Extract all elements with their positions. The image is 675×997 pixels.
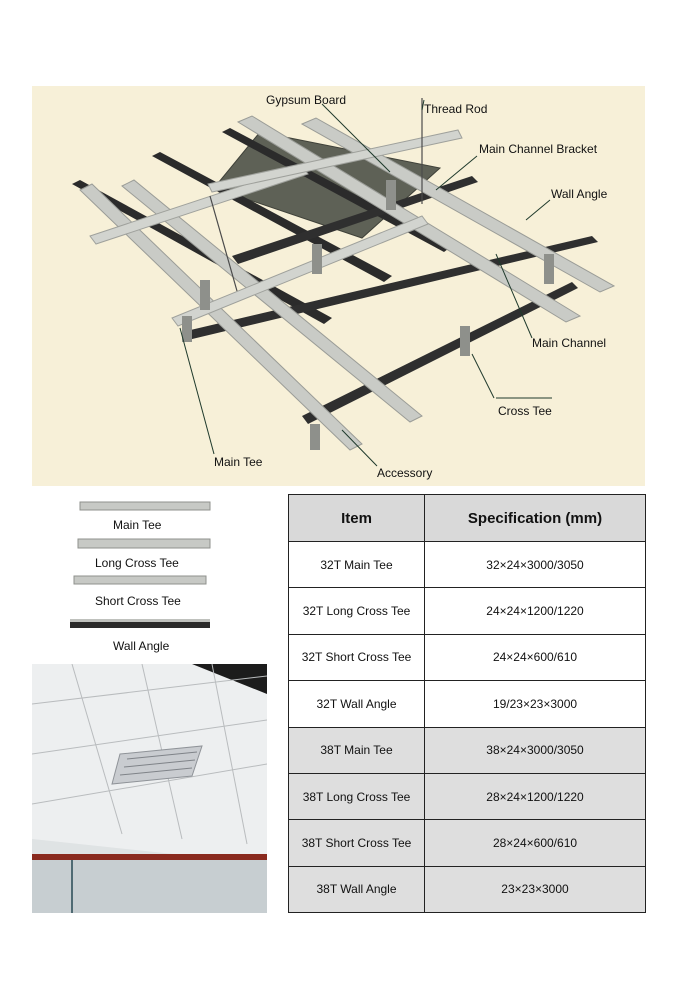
- spec-cell: 28×24×1200/1220: [424, 772, 646, 821]
- table-row: 32T Short Cross Tee 24×24×600/610: [288, 633, 646, 682]
- item-cell: 32T Short Cross Tee: [288, 633, 425, 682]
- table-row: 32T Main Tee 32×24×3000/3050: [288, 540, 646, 589]
- label-main-tee: Main Tee: [214, 455, 263, 469]
- spec-cell: 28×24×600/610: [424, 819, 646, 867]
- profile-samples: Main Tee Long Cross Tee Short Cross Tee …: [60, 496, 230, 656]
- spec-cell: 38×24×3000/3050: [424, 726, 646, 774]
- profile-main-tee: Main Tee: [79, 501, 211, 532]
- item-cell: 38T Short Cross Tee: [288, 819, 425, 867]
- profile-label: Short Cross Tee: [95, 594, 181, 608]
- label-cross-tee: Cross Tee: [498, 404, 552, 418]
- profile-wall-angle: Wall Angle: [70, 619, 210, 653]
- item-cell: 32T Long Cross Tee: [288, 587, 425, 635]
- ceiling-grid-diagram: Gypsum Board Thread Rod Main Channel Bra…: [32, 86, 645, 486]
- profile-short-cross-tee: Short Cross Tee: [73, 575, 207, 608]
- table-row: 38T Wall Angle 23×23×3000: [288, 865, 646, 914]
- profile-label: Wall Angle: [113, 639, 170, 653]
- label-wall-angle: Wall Angle: [551, 187, 608, 201]
- table-row: 38T Main Tee 38×24×3000/3050: [288, 726, 646, 774]
- profile-long-cross-tee: Long Cross Tee: [77, 538, 211, 570]
- label-main-channel: Main Channel: [532, 336, 606, 350]
- table-row: 38T Long Cross Tee 28×24×1200/1220: [288, 772, 646, 821]
- table-row: 32T Wall Angle 19/23×23×3000: [288, 680, 646, 728]
- spec-cell: 23×23×3000: [424, 865, 646, 914]
- spec-cell: 24×24×600/610: [424, 633, 646, 682]
- column-header-specification: Specification (mm): [424, 494, 646, 542]
- label-accessory: Accessory: [377, 466, 432, 480]
- specification-table: Item Specification (mm) 32T Main Tee 32×…: [288, 494, 646, 914]
- item-cell: 38T Main Tee: [288, 726, 425, 774]
- table-row: 38T Short Cross Tee 28×24×600/610: [288, 819, 646, 867]
- spec-cell: 19/23×23×3000: [424, 680, 646, 728]
- table-header-row: Item Specification (mm): [288, 494, 646, 542]
- label-gypsum-board: Gypsum Board: [266, 93, 346, 107]
- profile-label: Long Cross Tee: [95, 556, 179, 570]
- profile-label: Main Tee: [113, 518, 162, 532]
- item-cell: 32T Wall Angle: [288, 680, 425, 728]
- spec-cell: 24×24×1200/1220: [424, 587, 646, 635]
- spec-cell: 32×24×3000/3050: [424, 540, 646, 589]
- ceiling-photo: [32, 664, 267, 913]
- item-cell: 38T Long Cross Tee: [288, 772, 425, 821]
- item-cell: 38T Wall Angle: [288, 865, 425, 914]
- item-cell: 32T Main Tee: [288, 540, 425, 589]
- label-main-channel-bracket: Main Channel Bracket: [479, 142, 598, 156]
- table-row: 32T Long Cross Tee 24×24×1200/1220: [288, 587, 646, 635]
- label-thread-rod: Thread Rod: [424, 102, 487, 116]
- column-header-item: Item: [288, 494, 425, 542]
